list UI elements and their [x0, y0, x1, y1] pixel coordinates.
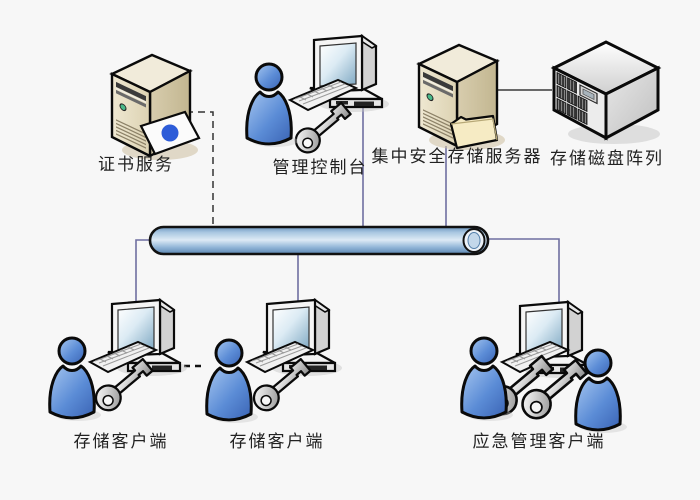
connector-cert-to-bus-dashed [186, 111, 214, 227]
label-storage-disk-array: 存储磁盘阵列 [550, 149, 664, 168]
network-bus [148, 225, 490, 256]
node-management-console [245, 34, 391, 159]
person-icon [245, 62, 300, 149]
label-central-storage-server: 集中安全存储服务器 [371, 147, 543, 166]
person-icon [460, 336, 515, 423]
connector-bus-to-emergency [487, 238, 560, 312]
key-icon [289, 98, 355, 159]
label-certificate-service: 证书服务 [98, 155, 174, 174]
node-central-storage-server [417, 43, 507, 152]
node-storage-client-left [48, 298, 189, 423]
node-storage-disk-array [552, 40, 662, 146]
label-storage-client-left: 存储客户端 [73, 432, 169, 451]
label-storage-client-middle: 存储客户端 [229, 432, 325, 451]
label-emergency-management-client: 应急管理客户端 [472, 432, 606, 451]
person-icon [48, 336, 103, 423]
node-emergency-management-client [460, 300, 629, 435]
node-storage-client-middle [205, 298, 344, 425]
connectors [135, 89, 560, 312]
person-icon [205, 338, 260, 425]
connector-bus-to-client-left [135, 239, 153, 308]
node-certificate-service [110, 53, 201, 162]
disk-array-icon [552, 40, 662, 146]
label-management-console: 管理控制台 [272, 158, 368, 177]
